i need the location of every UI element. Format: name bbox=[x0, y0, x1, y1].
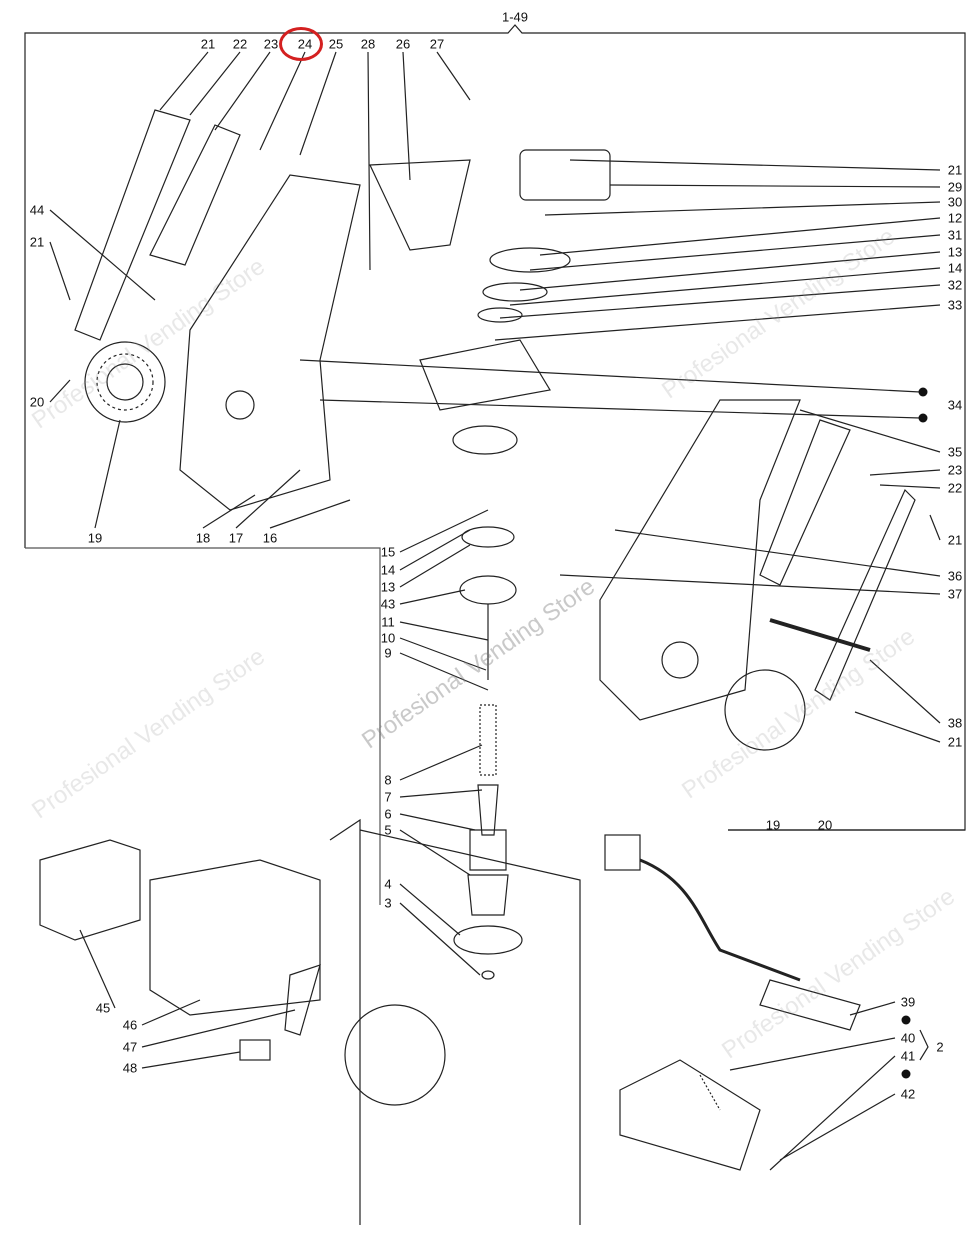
part-label: 20 bbox=[817, 817, 833, 833]
part-label: 13 bbox=[947, 244, 963, 260]
part-label: 23 bbox=[263, 36, 279, 52]
part-label-highlighted: 24 bbox=[297, 36, 313, 52]
part-label: 31 bbox=[947, 227, 963, 243]
part-label: 14 bbox=[380, 562, 396, 578]
part-label: 9 bbox=[384, 645, 392, 661]
part-label: 15 bbox=[380, 544, 396, 560]
part-label: 6 bbox=[384, 806, 392, 822]
part-label: 38 bbox=[947, 715, 963, 731]
highlight-circle-part-24 bbox=[279, 27, 323, 61]
part-label: 21 bbox=[947, 734, 963, 750]
hopper-26 bbox=[369, 159, 471, 251]
part-label: 2 bbox=[936, 1039, 944, 1055]
right-frame bbox=[599, 399, 801, 721]
part-label: 35 bbox=[947, 444, 963, 460]
part-label: 22 bbox=[232, 36, 248, 52]
assembly-frame bbox=[24, 24, 966, 831]
panel bbox=[329, 818, 581, 1225]
part-label: 10 bbox=[380, 630, 396, 646]
part-label: 4 bbox=[384, 876, 392, 892]
part-label: 21 bbox=[29, 234, 45, 250]
part-label: 42 bbox=[900, 1086, 916, 1102]
part-label: 22 bbox=[947, 480, 963, 496]
part-label: 23 bbox=[947, 462, 963, 478]
funnel-plate bbox=[419, 339, 551, 411]
cover-box bbox=[619, 1059, 761, 1171]
bullet-marker bbox=[901, 1069, 911, 1079]
bullet-marker bbox=[901, 1015, 911, 1025]
pulley-19 bbox=[84, 341, 166, 423]
part-label: 12 bbox=[947, 210, 963, 226]
part-label: 36 bbox=[947, 568, 963, 584]
part-label: 21 bbox=[200, 36, 216, 52]
part-label: 7 bbox=[384, 789, 392, 805]
part-label: 18 bbox=[195, 530, 211, 546]
part-label: 32 bbox=[947, 277, 963, 293]
part-label: 37 bbox=[947, 586, 963, 602]
part-label: 41 bbox=[900, 1048, 916, 1064]
part-label: 33 bbox=[947, 297, 963, 313]
part-label: 25 bbox=[328, 36, 344, 52]
part-label: 21 bbox=[947, 532, 963, 548]
lever-22 bbox=[74, 109, 191, 341]
part-label: 39 bbox=[900, 994, 916, 1010]
part-label: 40 bbox=[900, 1030, 916, 1046]
valve-29 bbox=[519, 149, 611, 201]
part-label: 3 bbox=[384, 895, 392, 911]
left-frame bbox=[179, 174, 361, 511]
part-label: 20 bbox=[29, 394, 45, 410]
lever-23 bbox=[149, 124, 241, 266]
pulley-19-right bbox=[724, 669, 806, 751]
part-label: 8 bbox=[384, 772, 392, 788]
part-label: 43 bbox=[380, 596, 396, 612]
part-label: 44 bbox=[29, 202, 45, 218]
part-label: 13 bbox=[380, 579, 396, 595]
frame-divider bbox=[25, 547, 381, 905]
part-label: 5 bbox=[384, 822, 392, 838]
assembly-label: 1-49 bbox=[501, 9, 529, 25]
part-label: 26 bbox=[395, 36, 411, 52]
bracket-45 bbox=[39, 839, 141, 941]
part-label: 28 bbox=[360, 36, 376, 52]
part-label: 19 bbox=[87, 530, 103, 546]
part-label: 19 bbox=[765, 817, 781, 833]
motor-46 bbox=[149, 859, 321, 1016]
part-label: 16 bbox=[262, 530, 278, 546]
part-label: 17 bbox=[228, 530, 244, 546]
part-label: 29 bbox=[947, 179, 963, 195]
part-label: 46 bbox=[122, 1017, 138, 1033]
part-label: 14 bbox=[947, 260, 963, 276]
bullet-marker bbox=[918, 387, 928, 397]
part-label: 21 bbox=[947, 162, 963, 178]
part-label: 48 bbox=[122, 1060, 138, 1076]
part-label: 45 bbox=[95, 1000, 111, 1016]
part-label: 30 bbox=[947, 194, 963, 210]
part-label: 27 bbox=[429, 36, 445, 52]
part-label: 34 bbox=[947, 397, 963, 413]
bullet-marker bbox=[918, 413, 928, 423]
part-label: 47 bbox=[122, 1039, 138, 1055]
part-label: 11 bbox=[381, 614, 395, 630]
